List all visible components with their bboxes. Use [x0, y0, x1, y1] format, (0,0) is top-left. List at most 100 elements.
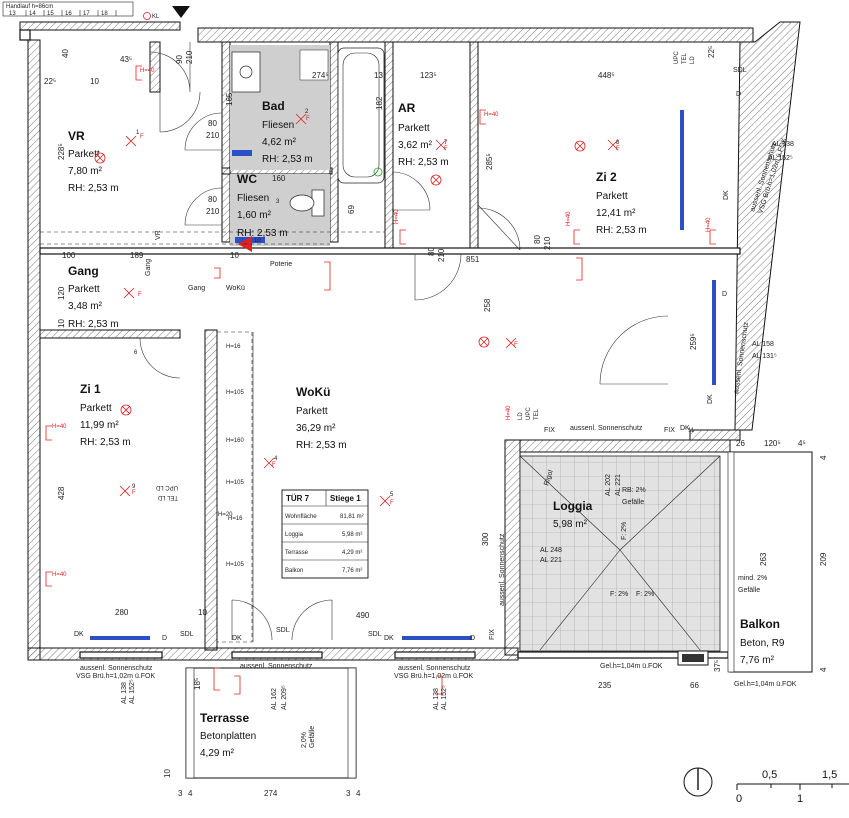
step-15: 15: [47, 11, 54, 17]
dim: 10: [198, 608, 207, 617]
outlet-icon: [45, 425, 52, 441]
switch-icon: [505, 337, 517, 349]
room-area: 3,62 m²: [398, 140, 433, 151]
room-area: 11,99 m²: [80, 420, 119, 431]
label: AL 152⁵: [768, 155, 793, 162]
label: F: [444, 146, 448, 152]
room-name: Balkon: [740, 617, 780, 631]
room-rh: RH: 2,53 m: [296, 440, 347, 451]
label: 11: [688, 428, 695, 434]
switch-icon: [379, 495, 391, 507]
room-floor: Fliesen: [237, 193, 269, 204]
label: F: [306, 116, 310, 122]
room-loggia: Loggia 5,98 m²: [553, 499, 593, 530]
room-area: 4,62 m²: [262, 137, 297, 148]
room-floor: Beton, R9: [740, 638, 785, 649]
label: FIX: [544, 427, 555, 434]
ceiling-light-icon: [94, 152, 106, 164]
loggia-drainage: [519, 455, 721, 666]
label: H=160: [226, 438, 245, 444]
ceiling-light-icon: [478, 336, 490, 348]
room-wc: WC Fliesen 1,60 m² RH: 2,53 m: [237, 172, 288, 239]
dim: 123⁵: [420, 71, 437, 80]
dim: 120: [57, 286, 66, 300]
ceiling-light-icon: [574, 140, 586, 152]
label: Gang: [188, 285, 205, 292]
label: D: [470, 635, 475, 642]
scale-tick-05: 0,5: [762, 769, 777, 781]
scale-tick-15: 1,5: [822, 769, 837, 781]
handlauf-label: Handlauf h=86cm: [6, 4, 53, 10]
radiator-icon: [232, 150, 252, 156]
label: H=40: [566, 211, 572, 226]
room-terrasse: Terrasse Betonplatten 4,29 m²: [200, 711, 256, 759]
dim: 209: [819, 552, 828, 566]
kl-label: KL: [152, 14, 160, 20]
label: H=40: [52, 572, 67, 578]
label: SDL: [180, 631, 194, 638]
door-label: TÜR 7: [286, 494, 310, 503]
label: Gefälle: [309, 726, 316, 748]
label: H=20: [218, 512, 233, 518]
label: H=16: [226, 344, 241, 350]
label: 1: [136, 130, 140, 136]
washbasin-icon: [231, 51, 261, 93]
switch-icon: [435, 139, 447, 151]
label: VR: [155, 230, 162, 240]
outlet-icon: [213, 667, 220, 691]
label: 7: [444, 140, 448, 146]
label: D: [722, 291, 727, 298]
room-area: 12,41 m²: [596, 208, 636, 219]
outlet-icon: [436, 675, 443, 695]
dim: 160: [272, 174, 286, 183]
room-area: 3,48 m²: [68, 301, 103, 312]
dim: 210: [437, 248, 446, 262]
dim: 18⁵: [193, 678, 202, 690]
room-rh: RH: 2,53 m: [80, 437, 131, 448]
room-floor: Betonplatten: [200, 731, 256, 742]
bathtub-icon: [337, 47, 385, 184]
room-name: Zi 2: [596, 170, 617, 184]
switch-icon: [295, 113, 307, 125]
stair-label: Stiege 1: [330, 494, 361, 503]
dim: 26: [736, 439, 745, 448]
row-value-terrasse: 4,29 m²: [342, 550, 362, 556]
dim: 490: [356, 611, 370, 620]
label: AL 162: [271, 688, 278, 710]
row-value-loggia: 5,98 m²: [342, 532, 362, 538]
label: H=40: [140, 68, 155, 74]
dim: 274⁵: [312, 71, 329, 80]
outlet-icon: [324, 261, 331, 291]
label: F: [140, 134, 144, 140]
dim: 13: [374, 71, 383, 80]
dim: 300: [481, 532, 490, 546]
label: aussenl. Sonnenschutz: [240, 663, 313, 670]
label: AL 138: [121, 682, 128, 704]
room-floor: Parkett: [296, 406, 328, 417]
label: aussenl. Sonnenschutz: [398, 665, 471, 672]
room-balkon: Balkon Beton, R9 7,76 m²: [740, 617, 785, 666]
dim: 4: [356, 789, 361, 798]
outlet-icon: [576, 257, 583, 281]
room-name: Loggia: [553, 499, 593, 513]
toilet-icon: [289, 189, 325, 217]
label: Gel.h=1,04m ü.FOK: [734, 681, 797, 688]
room-gang: Gang Parkett 3,48 m² RH: 2,53 m: [68, 264, 119, 330]
dim: 80: [427, 247, 436, 256]
dim: 80: [208, 119, 217, 128]
label: DK: [232, 635, 242, 642]
label: H=40: [506, 405, 512, 420]
label: 8: [616, 140, 620, 146]
dim: 285⁵: [485, 153, 494, 170]
scale-bar: 0 0,5 1 1,5: [736, 769, 849, 805]
label: DK: [723, 190, 730, 200]
label: H=40: [394, 209, 400, 224]
dim: 428: [57, 486, 66, 500]
windows: [90, 110, 716, 640]
dimensions: 43⁵ 22⁵ 10 40 90 210 274⁵ 13 123⁵ 448⁵ 2…: [44, 46, 828, 798]
dim: 10: [163, 769, 172, 778]
dim: 120⁵: [764, 439, 781, 448]
room-wokue: WoKü Parkett 36,29 m² RH: 2,53 m: [296, 385, 347, 451]
walls: [19, 21, 801, 661]
